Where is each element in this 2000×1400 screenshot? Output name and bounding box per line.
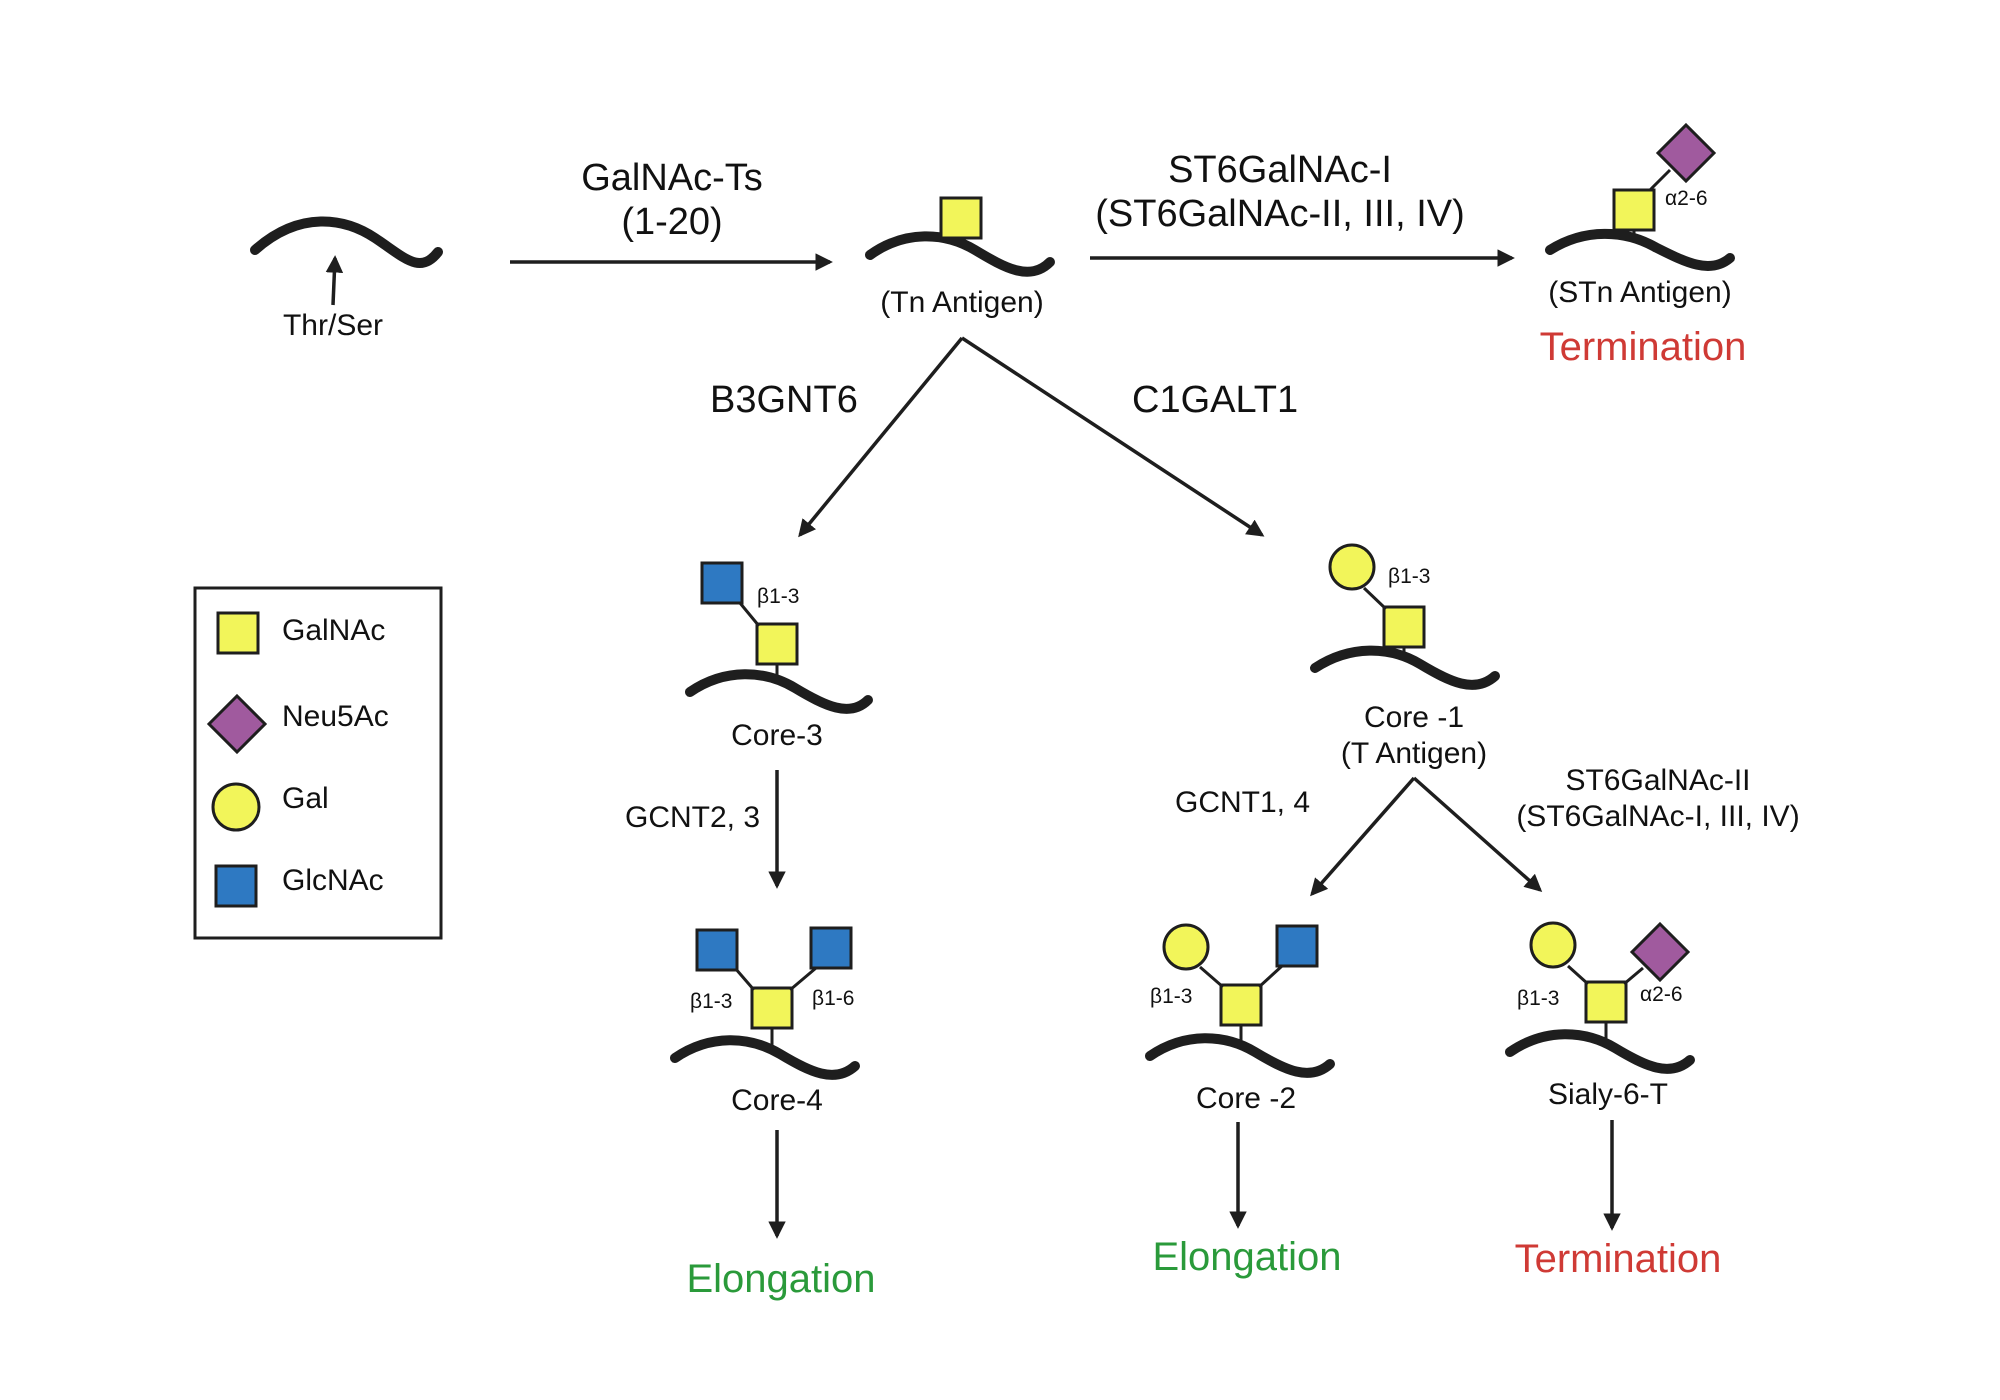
peptide-chain [685,669,873,714]
sialyl-6-t: β1-3 α2-6 Sialy-6-T Termination [1505,921,1722,1281]
elongation-outcome-label: Elongation [1152,1235,1341,1279]
glycosidic-bond [1566,964,1590,986]
glycosidic-bond [738,602,761,627]
linkage-label: β1-3 [690,990,732,1013]
peptide-chain [1545,228,1735,271]
glycosidic-bond [733,967,756,991]
c1galt1-arrow [961,336,1265,537]
legend: GalNAc Neu5Ac Gal GlcNAc [193,586,443,940]
stn-antigen-label: (STn Antigen) [1548,276,1731,309]
core-3-label: Core-3 [731,719,823,752]
step-gcnt2-3: GCNT2, 3 [625,770,786,889]
thr-ser-pointer-arrow [325,255,344,306]
glycosidic-bond [1257,964,1284,989]
st6galnac-ii-isoforms-label: (ST6GalNAc-I, III, IV) [1516,800,1799,833]
peptide-thr-ser: Thr/Ser [250,216,443,342]
gcnt1-4-arrow [1310,776,1416,897]
legend-item-neu5ac: Neu5Ac [282,700,389,733]
core-1-branch-arrows: GCNT1, 4 ST6GalNAc-II (ST6GalNAc-I, III,… [1175,764,1800,897]
elongation-outcome-label: Elongation [686,1257,875,1301]
b3gnt6-enzyme-label: B3GNT6 [710,379,858,421]
termination-outcome-label: Termination [1540,325,1747,369]
gcnt2-3-enzyme-label: GCNT2, 3 [625,801,760,834]
galnac-square-icon [216,611,260,655]
tn-antigen-label: (Tn Antigen) [880,286,1043,319]
gal-circle-icon [1529,921,1577,969]
core-4: β1-3 β1-6 Core-4 Elongation [670,926,876,1301]
galnac-ts-enzyme-label: GalNAc-Ts [581,157,763,199]
t-antigen-label: (T Antigen) [1341,737,1487,770]
linkage-label: β1-3 [1388,565,1430,588]
stn-antigen: α2-6 (STn Antigen) Termination [1540,122,1747,369]
linkage-label: β1-3 [1517,987,1559,1010]
st6galnac-ii-enzyme-label: ST6GalNAc-II [1565,764,1750,797]
st6galnac-ii-arrow [1412,776,1543,892]
gcnt1-4-enzyme-label: GCNT1, 4 [1175,786,1310,819]
linkage-label: β1-3 [757,585,799,608]
glcnac-square-icon [214,864,258,908]
neu5ac-diamond-icon [206,693,268,755]
sialyl-6-t-label: Sialy-6-T [1548,1078,1668,1111]
neu5ac-diamond-icon [1629,921,1691,983]
galnac-square-icon [1382,605,1426,649]
core-3: β1-3 Core-3 [685,561,873,752]
core-2: β1-3 Core -2 Elongation [1145,923,1342,1279]
linkage-label: α2-6 [1665,187,1708,210]
glycosidic-bond [1199,965,1224,989]
glcnac-square-icon [700,561,744,605]
peptide-chain [1505,1029,1695,1074]
galnac-square-icon [1612,188,1656,232]
glycosidic-bond [1623,966,1644,986]
termination-outcome-label: Termination [1515,1237,1722,1281]
glycosidic-bond [1648,168,1672,192]
glcnac-square-icon [695,928,739,972]
linkage-label: β1-6 [812,987,854,1010]
gal-circle-icon [1328,543,1376,591]
core-1-t-antigen: β1-3 Core -1 (T Antigen) [1310,543,1500,770]
legend-item-gal: Gal [282,782,329,815]
galnac-square-icon [1584,980,1628,1024]
peptide-chain [1310,645,1500,690]
st6galnac-i-enzyme-label: ST6GalNAc-I [1168,149,1392,191]
legend-item-galnac: GalNAc [282,614,385,647]
linkage-label: α2-6 [1640,983,1683,1006]
core-4-label: Core-4 [731,1084,823,1117]
glcnac-square-icon [809,926,853,970]
core-1-label: Core -1 [1364,701,1464,734]
step-galnac-ts: GalNAc-Ts (1-20) [510,157,833,271]
galnac-ts-isoforms-label: (1-20) [621,201,722,243]
step-st6galnac-i: ST6GalNAc-I (ST6GalNAc-II, III, IV) [1090,149,1515,267]
peptide-chain [1145,1033,1335,1078]
branch-arrows: B3GNT6 C1GALT1 [710,336,1298,538]
peptide-chain [670,1035,860,1080]
core-2-label: Core -2 [1196,1082,1296,1115]
c1galt1-enzyme-label: C1GALT1 [1132,379,1298,421]
neu5ac-diamond-icon [1655,122,1717,184]
peptide-chain [865,231,1055,277]
b3gnt6-arrow [798,336,964,538]
galnac-square-icon [755,622,799,666]
glycosidic-bond [789,966,817,992]
gal-circle-icon [211,782,261,832]
galnac-square-icon [1219,983,1263,1027]
galnac-square-icon [750,986,794,1030]
thr-ser-label: Thr/Ser [283,309,383,342]
legend-item-glcnac: GlcNAc [282,864,384,897]
linkage-label: β1-3 [1150,985,1192,1008]
gal-circle-icon [1162,923,1210,971]
glcnac-square-icon [1275,924,1319,968]
tn-antigen: (Tn Antigen) [865,196,1055,319]
galnac-square-icon [939,196,983,240]
glycosidic-bond [1362,586,1388,611]
st6galnac-i-isoforms-label: (ST6GalNAc-II, III, IV) [1095,193,1465,235]
peptide-chain [250,216,443,268]
